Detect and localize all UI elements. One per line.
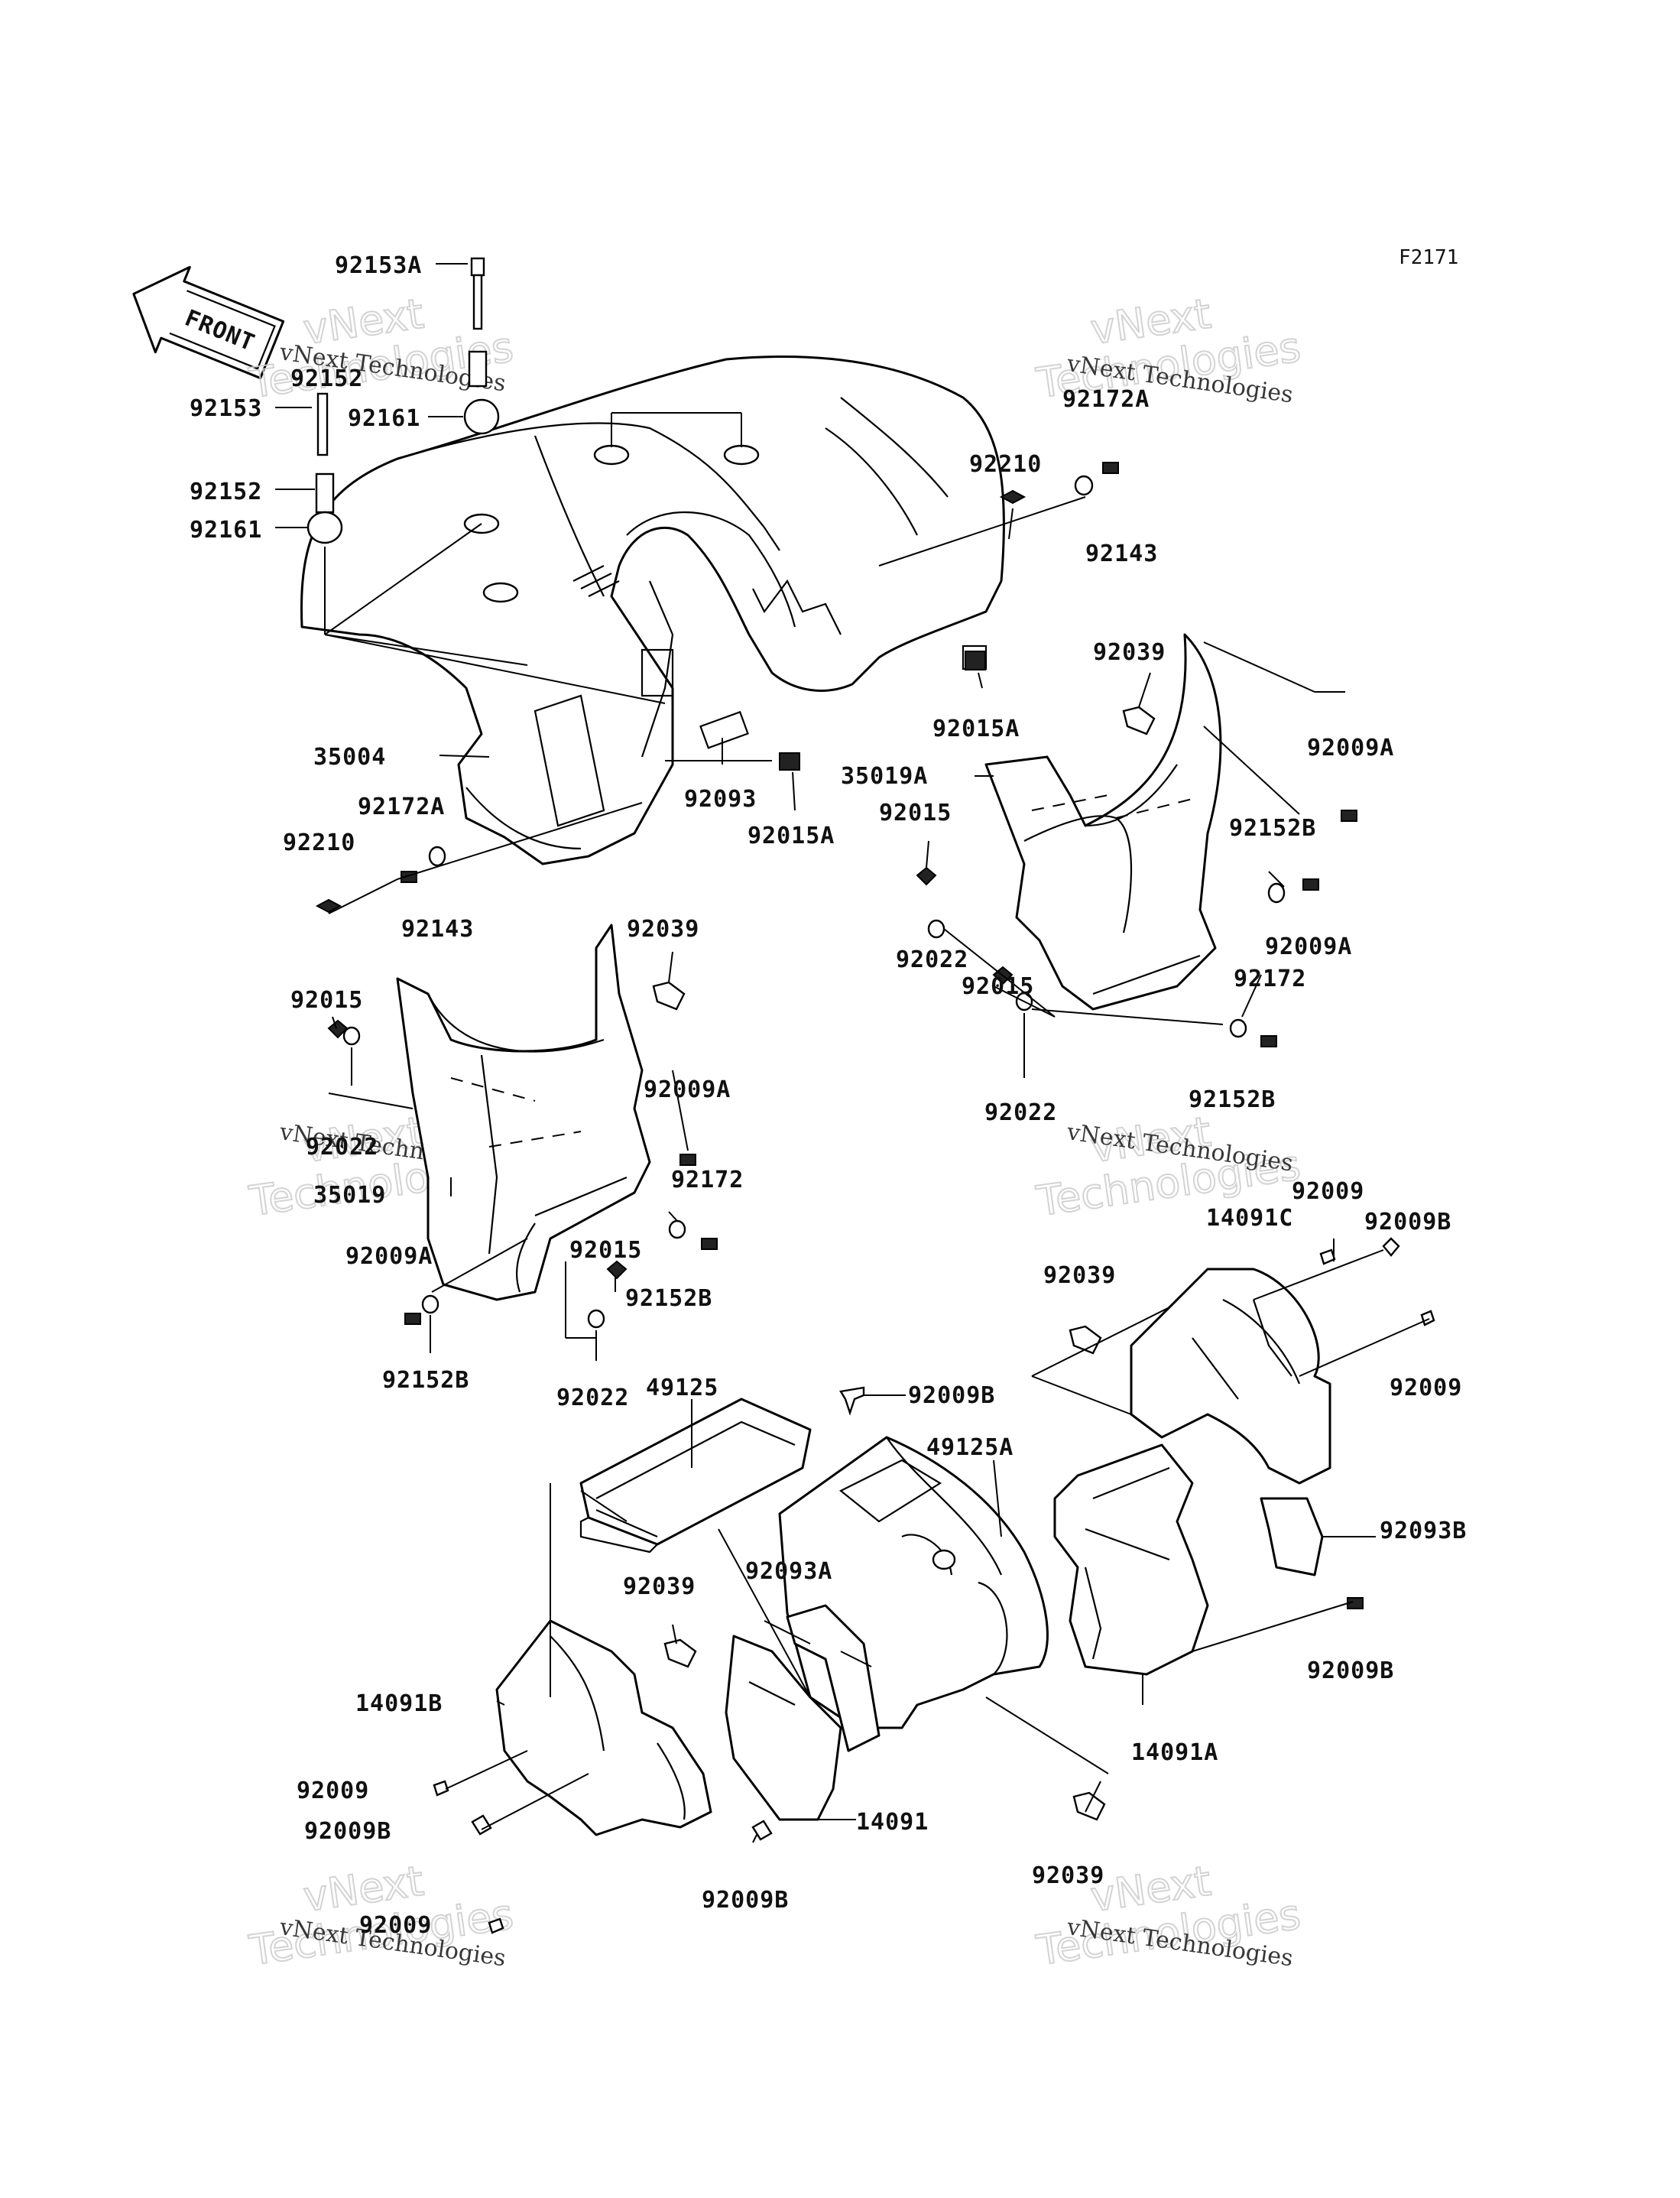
label-92172A-left: 92172A xyxy=(358,794,445,820)
label-92152B-r1: 92152B xyxy=(1229,815,1316,842)
label-92152B-l1: 92152B xyxy=(625,1285,712,1312)
leader-lines-right xyxy=(926,641,1345,1078)
label-92015-r2: 92015 xyxy=(962,973,1034,1000)
label-49125A: 49125A xyxy=(926,1434,1014,1461)
shield-14091C xyxy=(1130,1268,1331,1485)
label-14091B: 14091B xyxy=(355,1690,443,1717)
label-14091C: 14091C xyxy=(1206,1205,1293,1232)
screw-92172A-r xyxy=(1102,462,1119,474)
label-92009A-r2: 92009A xyxy=(1265,933,1352,960)
washer-92143-r xyxy=(1074,475,1094,496)
label-92143-left: 92143 xyxy=(401,916,474,943)
label-92015-l1: 92015 xyxy=(290,987,363,1014)
part-labels: 92153A 92152 92161 92153 92152 92161 350… xyxy=(190,252,1467,1939)
label-92152: 92152 xyxy=(190,479,262,505)
label-92009B-c: 92009B xyxy=(1364,1209,1451,1235)
collar-92152 xyxy=(315,472,335,514)
label-92039-center: 92039 xyxy=(1043,1262,1116,1289)
label-92039-left: 92039 xyxy=(627,916,699,943)
bolt-92153A xyxy=(470,257,485,330)
label-92153: 92153 xyxy=(190,395,262,422)
spacer-92161-top xyxy=(463,398,500,435)
label-92009-b1: 92009 xyxy=(297,1778,369,1804)
label-92152B-r2: 92152B xyxy=(1189,1086,1276,1113)
pad-92093 xyxy=(699,710,749,749)
label-92009A-r1: 92009A xyxy=(1307,735,1394,761)
label-92022-l1: 92022 xyxy=(306,1134,378,1161)
collar-92152-top xyxy=(468,350,488,388)
label-92009-b2: 92009 xyxy=(359,1912,432,1939)
pad-92093A xyxy=(786,1604,881,1752)
shield-14091A xyxy=(1053,1443,1209,1676)
bolt-92153 xyxy=(316,392,329,456)
label-92015-l2: 92015 xyxy=(569,1237,642,1264)
label-92009B-b: 92009B xyxy=(304,1818,391,1845)
washer-92143-l xyxy=(428,846,446,867)
label-92009B-top: 92009B xyxy=(908,1382,995,1409)
nut-92210-r xyxy=(999,489,1026,505)
label-92152B-l2: 92152B xyxy=(382,1367,469,1394)
label-92161-top: 92161 xyxy=(348,405,420,432)
label-92093A: 92093A xyxy=(745,1558,832,1585)
label-92009B-b2: 92009B xyxy=(702,1887,789,1914)
right-guard-hardware xyxy=(916,706,1357,1047)
label-35019A: 35019A xyxy=(841,763,928,790)
mud-guard-35019A xyxy=(984,633,1222,1011)
left-guard-hardware xyxy=(327,981,718,1329)
label-92152-top: 92152 xyxy=(290,365,363,392)
spacer-92161 xyxy=(306,511,343,544)
leader-lines-bottom xyxy=(445,1239,1430,1843)
label-92172A-right: 92172A xyxy=(1062,386,1150,413)
label-35004: 35004 xyxy=(313,744,386,771)
label-92153A: 92153A xyxy=(335,252,422,279)
label-92009-c2: 92009 xyxy=(1390,1375,1462,1401)
nut-92015A-l xyxy=(779,752,800,771)
label-92039-right: 92039 xyxy=(1093,639,1166,666)
panel-49125 xyxy=(579,1398,812,1554)
label-92009-c1: 92009 xyxy=(1292,1178,1364,1205)
bottom-hardware xyxy=(433,1237,1435,1934)
label-92210-right: 92210 xyxy=(969,451,1042,478)
label-92093: 92093 xyxy=(684,786,757,813)
label-92172-right: 92172 xyxy=(1234,966,1306,992)
label-92172-left: 92172 xyxy=(671,1167,744,1193)
label-92015-r1: 92015 xyxy=(879,800,952,826)
label-92143-right: 92143 xyxy=(1085,541,1158,567)
label-92039-bottom-right: 92039 xyxy=(1032,1862,1104,1889)
pad-92093B xyxy=(1260,1497,1324,1576)
label-14091: 14091 xyxy=(856,1809,929,1836)
leader-lines-top xyxy=(275,263,1086,914)
label-92093B: 92093B xyxy=(1380,1518,1467,1544)
label-92161: 92161 xyxy=(190,517,262,544)
label-92009B-c2: 92009B xyxy=(1307,1657,1394,1684)
label-14091A: 14091A xyxy=(1131,1739,1218,1766)
leader-lines-left xyxy=(328,951,689,1361)
label-92210-left: 92210 xyxy=(283,830,355,856)
nut-92210-l xyxy=(315,898,342,914)
front-arrow-icon: FRONT xyxy=(132,265,285,380)
nut-92015A-r xyxy=(965,651,986,670)
label-92009A-l2: 92009A xyxy=(345,1243,433,1270)
label-92015A-left: 92015A xyxy=(748,823,835,849)
label-92015A-right: 92015A xyxy=(932,716,1020,742)
diagram-code: F2171 xyxy=(1399,246,1458,269)
label-92022-r2: 92022 xyxy=(984,1099,1057,1126)
label-92022-l2: 92022 xyxy=(556,1385,629,1411)
label-49125: 49125 xyxy=(646,1375,718,1401)
label-35019: 35019 xyxy=(313,1182,386,1209)
label-92009A-l1: 92009A xyxy=(644,1076,731,1103)
label-92039-bottom: 92039 xyxy=(623,1573,696,1600)
mud-guard-35019 xyxy=(396,924,651,1301)
label-92022-r1: 92022 xyxy=(896,946,968,973)
